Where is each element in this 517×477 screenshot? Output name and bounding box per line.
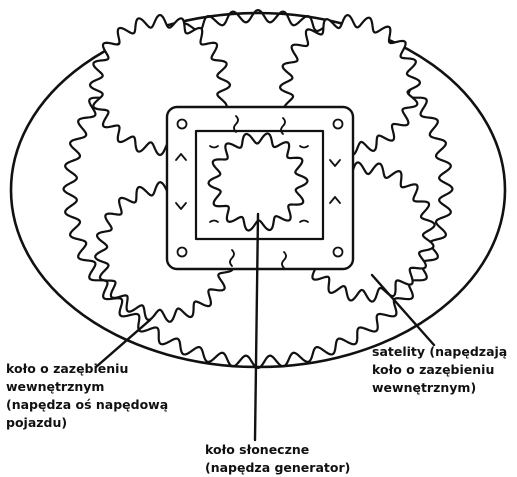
ring-gear-label-line-1: koło o zazębieniu bbox=[6, 360, 168, 378]
ring-gear-label-line-4: pojazdu) bbox=[6, 414, 168, 432]
sun-gear-label-line-2: (napędza generator) bbox=[205, 459, 350, 477]
planet-gears-label-line-1: satelity (napędzają bbox=[372, 343, 507, 361]
planet-gears-label-line-3: wewnętrznym) bbox=[372, 379, 507, 397]
ring-gear-label-line-3: (napędza oś napędową bbox=[6, 396, 168, 414]
ring-gear-label: koło o zazębieniu wewnętrznym (napędza o… bbox=[6, 360, 168, 432]
ring-gear-label-line-2: wewnętrznym bbox=[6, 378, 168, 396]
sun-gear-label-line-1: koło słoneczne bbox=[205, 441, 350, 459]
planet-gears-label: satelity (napędzają koło o zazębieniu we… bbox=[372, 343, 507, 397]
planet-gears-label-line-2: koło o zazębieniu bbox=[372, 361, 507, 379]
sun-gear-label: koło słoneczne (napędza generator) bbox=[205, 441, 350, 477]
